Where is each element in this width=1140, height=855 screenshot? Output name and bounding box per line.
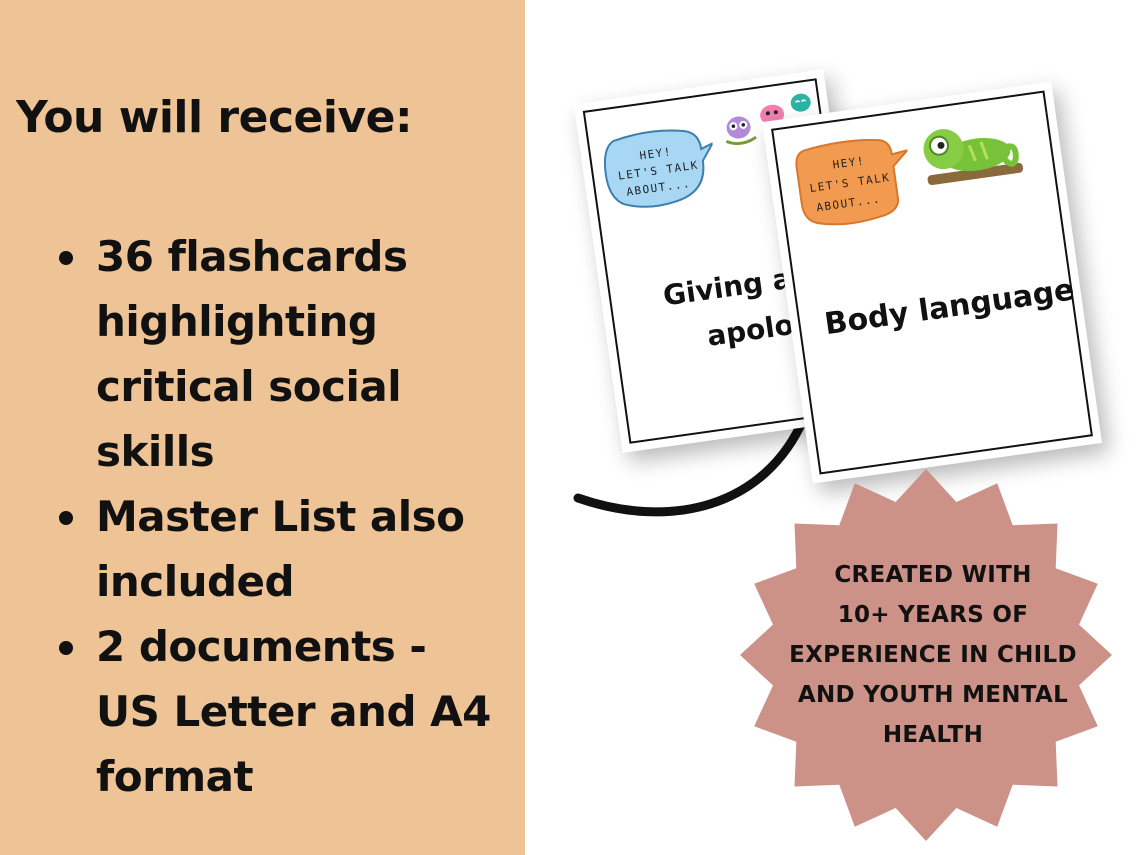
flashcard-giving-an-apology: HEY! LET'S TALK ABOUT... Giving an apolo… — [573, 69, 873, 453]
speech-bubble-blue: HEY! LET'S TALK ABOUT... — [603, 129, 715, 208]
bullet-icon — [59, 511, 73, 525]
owl-icon — [725, 116, 757, 146]
flashcard-body-language: HEY! LET'S TALK ABOUT... Body language — [762, 81, 1102, 484]
bubble-line-1: HEY! — [832, 154, 866, 171]
badge-line-1: CREATED WITH — [834, 562, 1032, 588]
heading: You will receive: — [16, 92, 413, 143]
info-panel — [0, 0, 525, 855]
starburst-badge-icon — [740, 469, 1112, 841]
bullet-list: 36 flashcards highlighting critical soci… — [55, 224, 495, 809]
badge-line-2: 10+ YEARS OF — [837, 602, 1029, 628]
badge-line-3: EXPERIENCE IN CHILD — [789, 642, 1077, 668]
speech-bubble-shape — [603, 129, 715, 208]
bullet-item-master-list: Master List also included — [55, 484, 495, 614]
bullet-icon — [59, 641, 73, 655]
badge-line-5: HEALTH — [882, 722, 984, 748]
badge-line-4: AND YOUTH MENTAL — [797, 682, 1069, 708]
teal-bird-icon — [790, 93, 811, 112]
badge-text: CREATED WITH 10+ YEARS OF EXPERIENCE IN … — [775, 555, 1091, 755]
chameleon-icon — [923, 129, 1024, 186]
bubble-line-1: HEY! — [639, 145, 673, 162]
speech-bubble-orange: HEY! LET'S TALK ABOUT... — [795, 139, 911, 226]
bullet-icon — [59, 251, 73, 265]
starburst-shape — [740, 469, 1112, 841]
bullet-item-documents: 2 documents - US Letter and A4 format — [55, 614, 495, 809]
bullet-item-flashcards: 36 flashcards highlighting critical soci… — [55, 224, 495, 484]
speech-bubble-shape — [795, 139, 911, 226]
